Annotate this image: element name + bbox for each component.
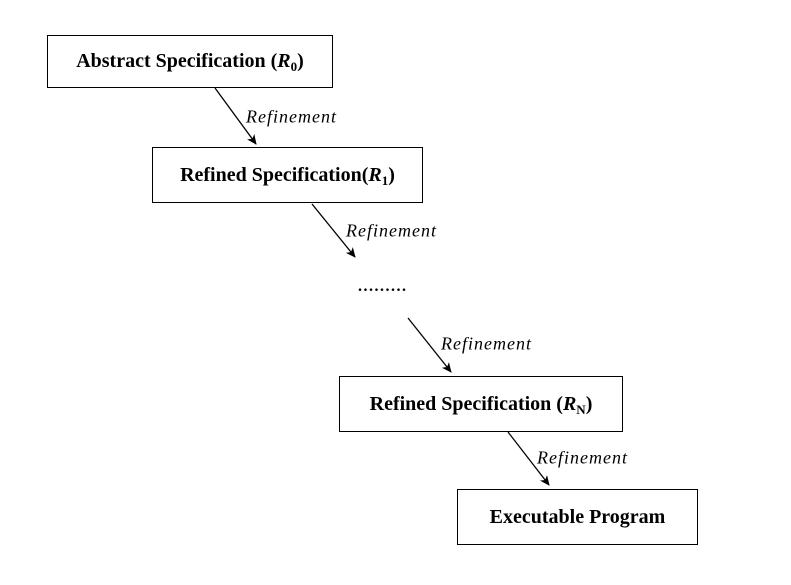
edge-label-refinement-2: Refinement [346, 220, 437, 241]
math-var-rn: R [562, 392, 577, 415]
box-refined-specification-n-label: Refined Specification (RN) [369, 392, 593, 417]
box-executable-program-label: Executable Program [489, 505, 666, 528]
math-sub-1: 1 [381, 172, 389, 188]
box-refined-specification-1: Refined Specification(R1) [152, 147, 423, 203]
math-var-r1: R [368, 163, 382, 186]
box-executable-program: Executable Program [457, 489, 698, 545]
math-var-r0: R [277, 50, 291, 72]
box-abstract-specification-label: Abstract Specification (R0) [76, 50, 304, 74]
edge-label-refinement-1: Refinement [246, 106, 337, 127]
math-sub-0: 0 [290, 59, 298, 74]
ellipsis-dots: ......... [358, 278, 408, 295]
edge-label-refinement-3: Refinement [441, 333, 532, 354]
box-refined-specification-n: Refined Specification (RN) [339, 376, 623, 432]
math-sub-n: N [576, 401, 586, 417]
edge-label-refinement-4: Refinement [537, 447, 628, 468]
box-refined-specification-1-label: Refined Specification(R1) [180, 163, 395, 188]
box-abstract-specification: Abstract Specification (R0) [47, 35, 333, 88]
